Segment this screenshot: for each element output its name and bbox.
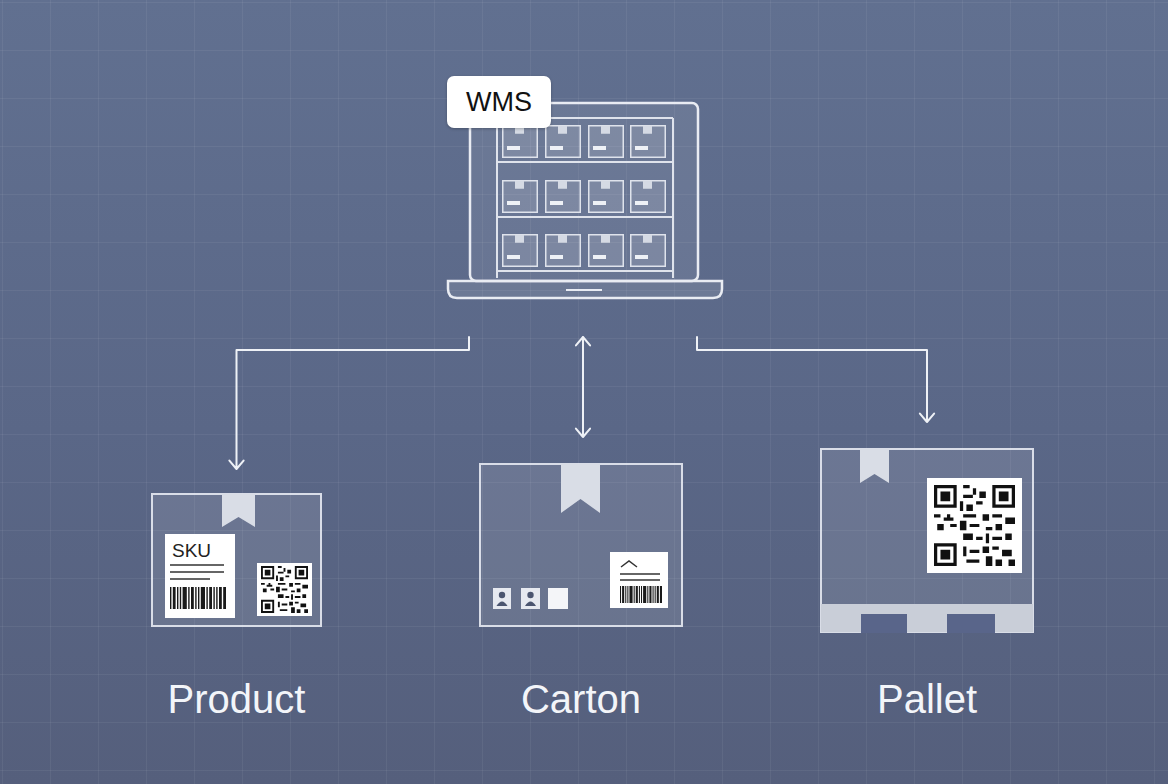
qr-code: [261, 566, 308, 613]
system-badge: WMS: [447, 76, 551, 128]
laptop-node: WMS: [447, 76, 722, 337]
pallet-base: [821, 604, 1033, 633]
qr-code: [934, 485, 1015, 566]
barcode: [620, 586, 662, 603]
handling-icons: [493, 588, 568, 609]
flow-connector: [229, 337, 469, 469]
flow-connector: [697, 337, 934, 422]
flow-connector: [576, 337, 590, 437]
barcode: [170, 587, 226, 609]
box-caption: Product: [168, 675, 306, 723]
label-text: SKU: [172, 540, 211, 562]
box-tab: [860, 449, 889, 483]
box-tab: [222, 494, 255, 527]
box-tab: [561, 464, 600, 513]
box-caption: Carton: [521, 675, 641, 723]
box-caption: Pallet: [877, 675, 977, 723]
label-lines: [170, 565, 224, 579]
